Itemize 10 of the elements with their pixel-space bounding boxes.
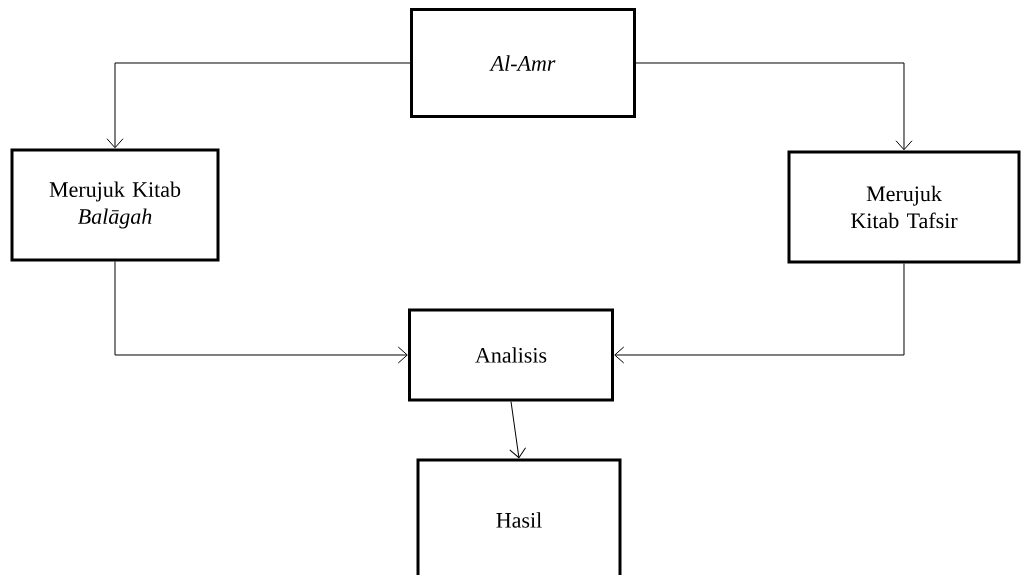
arrow: [614, 263, 905, 364]
arrow: [635, 62, 913, 151]
process-box: Merujuk Kitab Balāgah: [10, 148, 220, 262]
arrow: [509, 401, 527, 459]
process-box: Hasil: [416, 458, 622, 575]
process-box: Analisis: [408, 308, 614, 402]
process-box: Al-Amr: [410, 8, 636, 118]
arrow: [114, 261, 408, 364]
process-box: Merujuk Kitab Tafsir: [787, 150, 1021, 264]
arrow: [106, 62, 411, 149]
